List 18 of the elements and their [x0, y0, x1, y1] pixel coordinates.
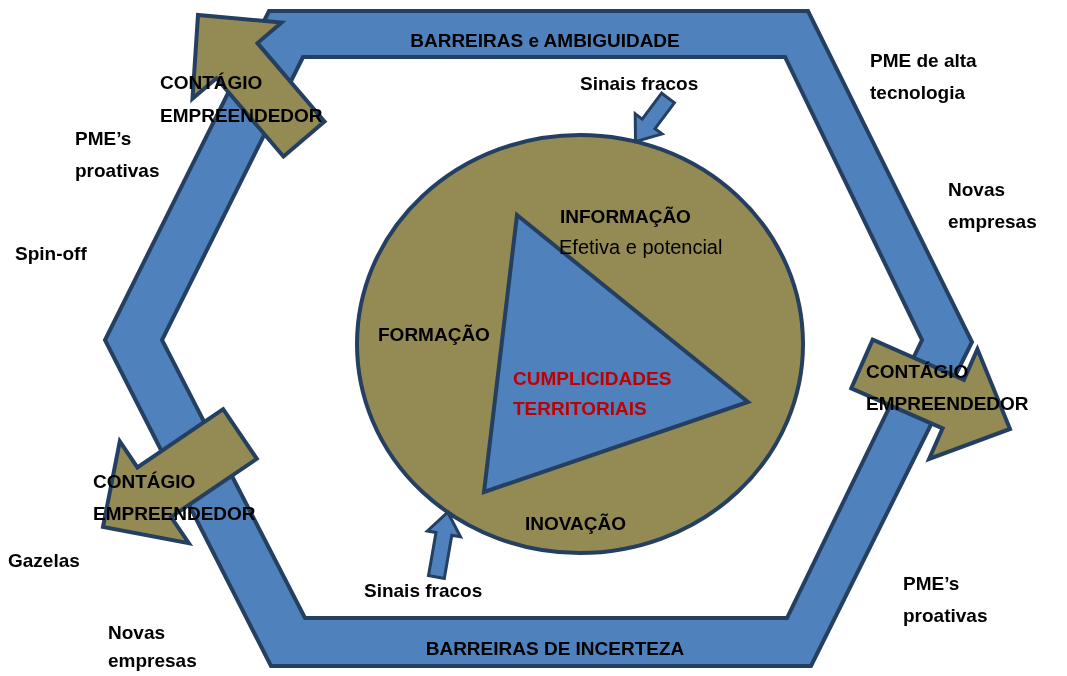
- core-label: CUMPLICIDADES TERRITORIAIS: [513, 367, 673, 421]
- block-arrow: [633, 91, 677, 144]
- firm-type-label: PME’s proativas: [75, 127, 161, 183]
- firm-type-label: Gazelas: [8, 549, 80, 573]
- block-arrow: [424, 509, 464, 581]
- dimension-description: Efetiva e potencial: [559, 235, 724, 260]
- signal-label: Sinais fracos: [580, 72, 700, 96]
- firm-type-label: Novas empresas: [108, 621, 198, 673]
- firm-type-label: Novas empresas: [948, 178, 1038, 234]
- dimension-label: FORMAÇÃO: [378, 323, 491, 347]
- signal-label: Sinais fracos: [364, 579, 484, 603]
- barrier-label: BARREIRAS e AMBIGUIDADE: [409, 29, 681, 53]
- dimension-label: INOVAÇÃO: [525, 512, 627, 536]
- barrier-label: BARREIRAS DE INCERTEZA: [424, 637, 686, 661]
- firm-type-label: PME de alta tecnologia: [870, 49, 978, 105]
- firm-type-label: PME’s proativas: [903, 572, 989, 628]
- dimension-label: INFORMAÇÃO: [560, 205, 692, 229]
- firm-type-label: Spin-off: [15, 242, 87, 266]
